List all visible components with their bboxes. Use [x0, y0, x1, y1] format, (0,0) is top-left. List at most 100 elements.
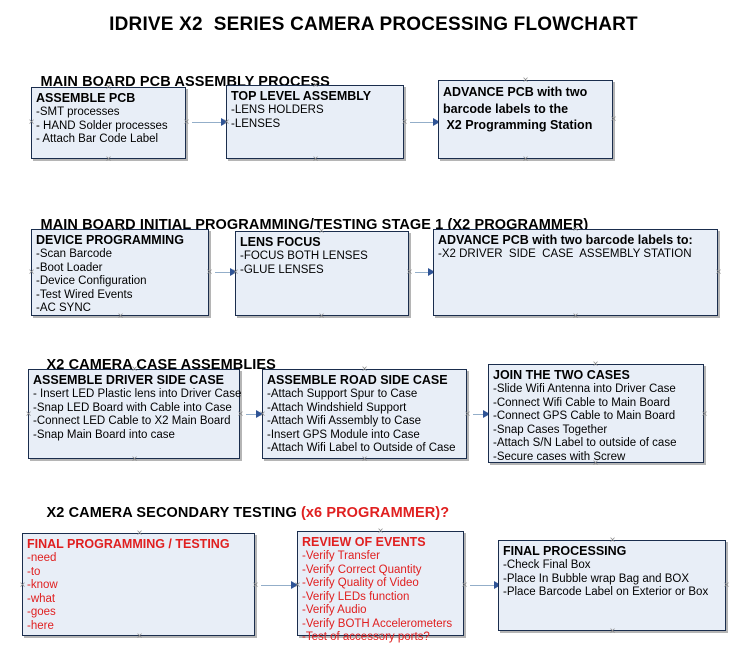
handle-right[interactable]	[700, 410, 709, 419]
process-box-line: -Attach S/N Label to outside of case	[493, 437, 677, 449]
process-box-line: - HAND Solder processes	[36, 119, 168, 132]
process-box-title: DEVICE PROGRAMMING	[36, 233, 184, 247]
handle-left[interactable]	[222, 118, 231, 127]
handle-bottom[interactable]	[130, 455, 139, 464]
handle-top[interactable]	[317, 227, 326, 236]
process-box-line: -Connect LED Cable to X2 Main Board	[33, 415, 231, 427]
process-box-line: -Snap Main Board into case	[33, 428, 175, 441]
connector-arrowhead	[494, 581, 501, 589]
handle-bottom[interactable]	[521, 155, 530, 164]
handle-left[interactable]	[27, 268, 36, 277]
process-box-advance-pcb-to-x2-programming-station[interactable]: ADVANCE PCB with two barcode labels to t…	[438, 80, 613, 159]
process-box-review-of-events[interactable]: REVIEW OF EVENTS -Verify Transfer -Verif…	[297, 531, 464, 643]
process-box-top-level-assembly[interactable]: TOP LEVEL ASSEMBLY -LENS HOLDERS -LENSES	[226, 85, 404, 159]
handle-top[interactable]	[521, 76, 530, 85]
handle-bottom[interactable]	[116, 312, 125, 321]
handle-bottom[interactable]	[591, 459, 600, 468]
process-box-assemble-driver-side-case[interactable]: ASSEMBLE DRIVER SIDE CASE - Insert LED P…	[28, 369, 242, 459]
handle-left[interactable]	[293, 581, 302, 590]
process-box-line: -need	[27, 552, 57, 564]
process-box-line: -Device Configuration	[36, 275, 147, 287]
handle-bottom[interactable]	[317, 312, 326, 321]
handle-bottom[interactable]	[311, 155, 320, 164]
handle-top[interactable]	[135, 529, 144, 538]
process-box-final-processing[interactable]: FINAL PROCESSING -Check Final Box -Place…	[498, 540, 726, 631]
handle-left[interactable]	[27, 118, 36, 127]
handle-top[interactable]	[571, 225, 580, 234]
handle-left[interactable]	[24, 410, 33, 419]
process-box-final-programming-testing[interactable]: FINAL PROGRAMMING / TESTING -need -to -k…	[22, 533, 255, 636]
process-box-device-programming[interactable]: DEVICE PROGRAMMING -Scan Barcode -Boot L…	[31, 229, 209, 316]
handle-right[interactable]	[714, 268, 723, 277]
connector-arrowhead	[428, 268, 435, 276]
process-box-line: -Attach Wifi Assembly to Case	[267, 415, 422, 427]
process-box-line: -Place In Bubble wrap Bag and BOX	[503, 572, 690, 585]
handle-top[interactable]	[130, 365, 139, 374]
handle-top[interactable]	[360, 365, 369, 374]
handle-right[interactable]	[460, 581, 469, 590]
connector-line	[470, 585, 496, 586]
handle-right[interactable]	[400, 118, 409, 127]
process-box-line: -Place Barcode Label on Exterior or Box	[503, 586, 709, 598]
process-box-title: JOIN THE TWO CASES	[493, 368, 630, 382]
handle-right[interactable]	[236, 410, 245, 419]
process-box-title: FINAL PROCESSING	[503, 544, 627, 558]
connector-arrowhead	[483, 410, 490, 418]
process-box-line: -Attach Wifi Label to Outside of Case	[267, 442, 456, 454]
process-box-line: -what	[27, 592, 56, 605]
handle-top[interactable]	[104, 83, 113, 92]
section-heading-accent: (x6 PROGRAMMER)?	[300, 505, 450, 521]
handle-right[interactable]	[205, 268, 214, 277]
process-box-line: -Test Wired Events	[36, 288, 133, 301]
handle-bottom[interactable]	[360, 455, 369, 464]
handle-right[interactable]	[182, 118, 191, 127]
connector-line	[415, 272, 430, 273]
process-box-line: -Snap Cases Together	[493, 423, 608, 436]
handle-bottom[interactable]	[135, 632, 144, 641]
connector-arrowhead	[433, 118, 440, 126]
handle-right[interactable]	[463, 410, 472, 419]
handle-left[interactable]	[18, 581, 27, 590]
handle-bottom[interactable]	[376, 632, 385, 641]
process-box-line: -Verify Quality of Video	[302, 577, 419, 589]
process-box-join-the-two-cases[interactable]: JOIN THE TWO CASES -Slide Wifi Antenna i…	[488, 364, 704, 463]
process-box-line: -LENSES	[231, 117, 281, 130]
process-box-title: ASSEMBLE PCB	[36, 91, 136, 105]
handle-bottom[interactable]	[104, 155, 113, 164]
process-box-line: -Verify Audio	[302, 604, 367, 616]
handle-bottom[interactable]	[608, 627, 617, 636]
handle-top[interactable]	[376, 527, 385, 536]
handle-left[interactable]	[231, 268, 240, 277]
handle-right[interactable]	[251, 581, 260, 590]
process-box-advance-pcb-to-driver-side-case-assembly-station[interactable]: ADVANCE PCB with two barcode labels to: …	[433, 229, 718, 316]
section-heading-text: X2 CAMERA SECONDARY TESTING	[46, 505, 301, 521]
process-box-line: -GLUE LENSES	[240, 263, 324, 276]
handle-right[interactable]	[405, 268, 414, 277]
handle-right[interactable]	[609, 115, 618, 124]
process-box-title: ASSEMBLE DRIVER SIDE CASE	[33, 373, 225, 387]
process-box-line: -to	[27, 565, 41, 578]
process-box-line: -Verify Transfer	[302, 550, 380, 562]
process-box-assemble-road-side-case[interactable]: ASSEMBLE ROAD SIDE CASE -Attach Support …	[262, 369, 467, 459]
process-box-line: -X2 DRIVER SIDE CASE ASSEMBLY STATION	[438, 248, 692, 260]
connector-line	[192, 122, 223, 123]
process-box-line: - Attach Bar Code Label	[36, 133, 159, 145]
process-box-assemble-pcb[interactable]: ASSEMBLE PCB -SMT processes - HAND Solde…	[31, 87, 186, 159]
handle-left[interactable]	[258, 410, 267, 419]
handle-right[interactable]	[722, 581, 731, 590]
process-box-line: -Attach Support Spur to Case	[267, 388, 418, 400]
process-box-title: ADVANCE PCB with two barcode labels to:	[438, 233, 693, 247]
handle-top[interactable]	[608, 536, 617, 545]
handle-top[interactable]	[591, 360, 600, 369]
section-heading-x2-camera-secondary-testing: X2 CAMERA SECONDARY TESTING (x6 PROGRAMM…	[30, 489, 450, 537]
process-box-title: ADVANCE PCB with two barcode labels to t…	[443, 85, 593, 132]
handle-bottom[interactable]	[571, 312, 580, 321]
process-box-line: -Insert GPS Module into Case	[267, 428, 420, 441]
handle-top[interactable]	[116, 225, 125, 234]
process-box-lens-focus[interactable]: LENS FOCUS -FOCUS BOTH LENSES -GLUE LENS…	[235, 231, 409, 316]
process-box-title: TOP LEVEL ASSEMBLY	[231, 89, 372, 103]
process-box-line: - Insert LED Plastic lens into Driver Ca…	[33, 388, 242, 400]
connector-line	[246, 414, 259, 415]
handle-top[interactable]	[311, 81, 320, 90]
